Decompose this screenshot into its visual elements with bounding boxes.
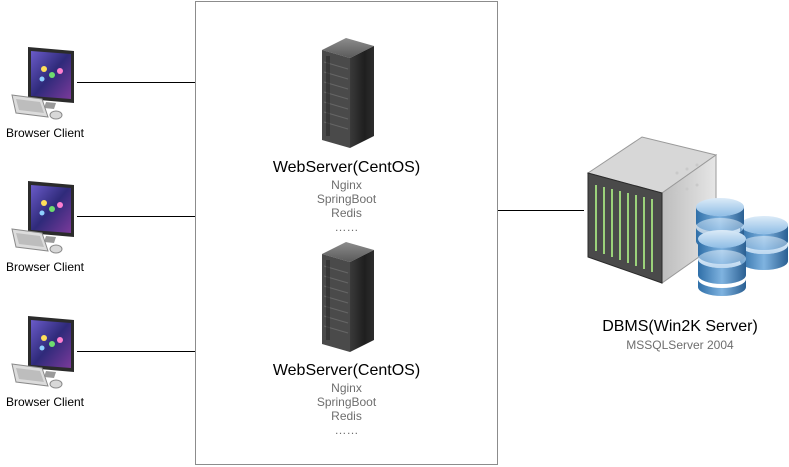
server-rack-icon [322,38,374,148]
web-server-line: …… [334,423,359,437]
blade-server-with-databases-icon [586,136,788,296]
connector-database [498,210,584,211]
web-server-title: WebServer(CentOS) [272,159,421,176]
connector-client-3 [77,351,195,352]
web-server-line: SpringBoot [316,192,377,206]
client-label: Browser Client [5,395,85,409]
web-server-line: Redis [331,206,362,220]
web-server-line: …… [334,220,359,234]
database-icon [698,230,746,296]
web-server-title: WebServer(CentOS) [272,362,421,379]
desktop-computer-icon [11,316,74,389]
database-title: DBMS(Win2K Server) [602,318,758,335]
connector-client-2 [77,216,195,217]
server-rack-icon [322,242,374,352]
web-server-line: Redis [331,409,362,423]
client-label: Browser Client [5,260,85,274]
desktop-computer-icon [11,181,74,254]
desktop-computer-icon [11,47,74,120]
web-server-line: Nginx [331,178,362,192]
web-server-line: SpringBoot [316,395,377,409]
database-icon [740,216,788,270]
client-label: Browser Client [5,126,85,140]
web-server-line: Nginx [331,381,362,395]
database-subtitle: MSSQLServer 2004 [626,338,734,352]
connector-client-1 [77,82,195,83]
